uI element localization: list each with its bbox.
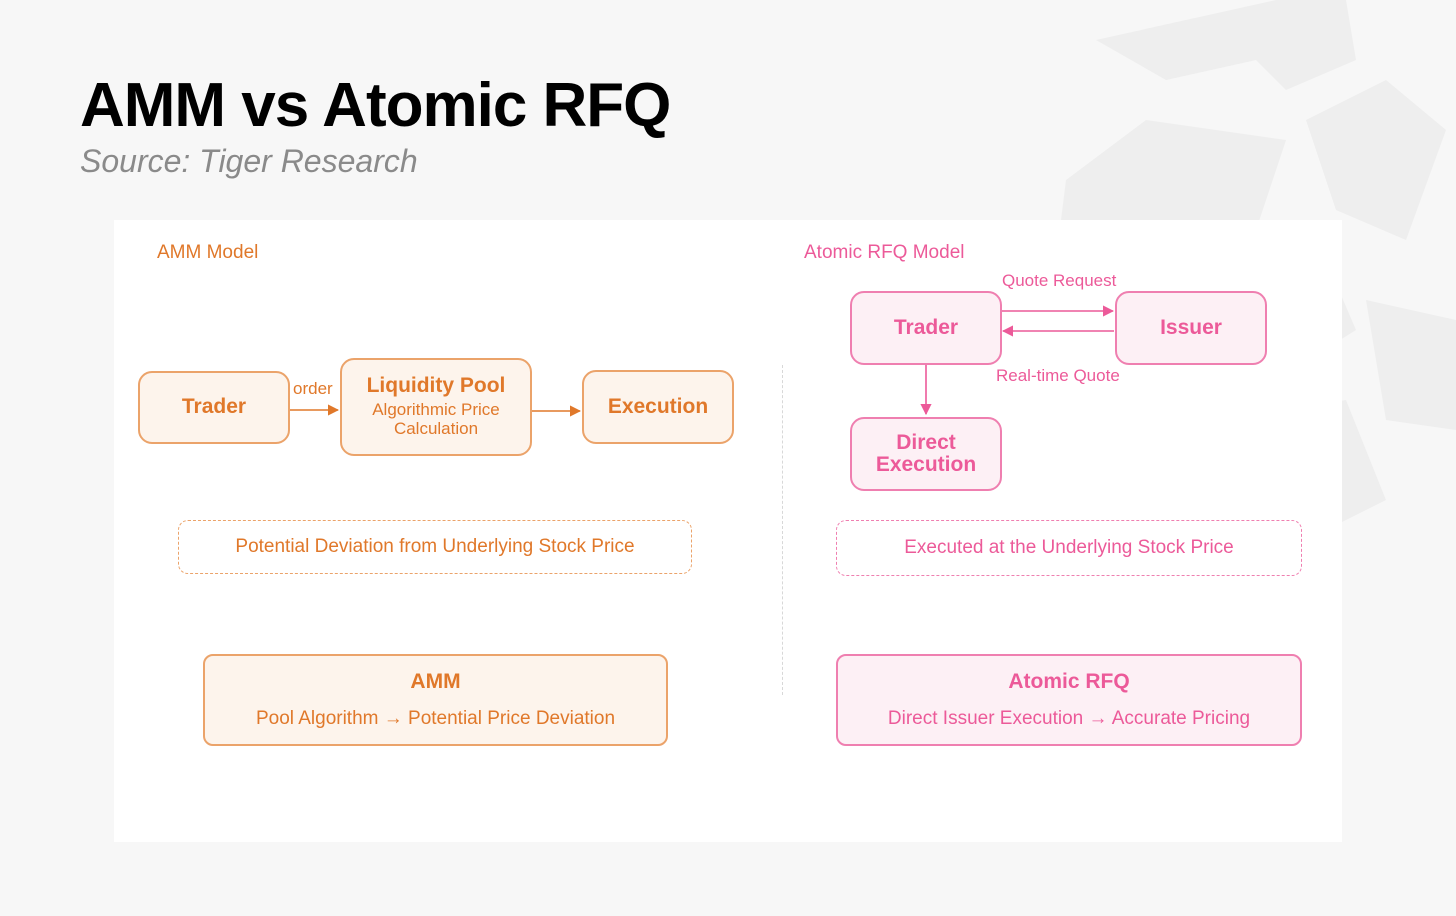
diagram-connectors xyxy=(290,305,1115,417)
amm-trader-label: Trader xyxy=(181,395,247,419)
rfq-note-text: Executed at the Underlying Stock Price xyxy=(904,537,1234,558)
liquidity-pool-node: Liquidity Pool Algorithmic Price Calcula… xyxy=(340,358,532,456)
issuer-node: Issuer xyxy=(1115,291,1267,365)
rfq-trader-node: Trader xyxy=(850,291,1002,365)
amm-summary-text: Pool Algorithm → Potential Price Deviati… xyxy=(255,708,616,729)
rfq-summary-text: Direct Issuer Execution → Accurate Prici… xyxy=(887,708,1251,729)
liquidity-pool-label: Liquidity Pool xyxy=(366,374,506,398)
direct-execution-node: Direct Execution xyxy=(850,417,1002,491)
amm-execution-node: Execution xyxy=(582,370,734,444)
amm-summary-box: AMM Pool Algorithm → Potential Price Dev… xyxy=(203,654,668,746)
source-caption: Source: Tiger Research xyxy=(80,143,418,179)
direct-execution-label: Direct Execution xyxy=(875,430,977,476)
amm-section-title: AMM Model xyxy=(157,242,259,263)
amm-summary-title: AMM xyxy=(410,670,461,693)
rfq-trader-label: Trader xyxy=(893,315,959,339)
page-title: AMM vs Atomic RFQ xyxy=(80,71,671,140)
amm-note: Potential Deviation from Underlying Stoc… xyxy=(178,520,692,574)
liquidity-pool-sublabel: Algorithmic Price Calculation xyxy=(372,400,500,439)
rfq-summary-box: Atomic RFQ Direct Issuer Execution → Acc… xyxy=(836,654,1302,746)
edge-label-realtime-quote: Real-time Quote xyxy=(996,366,1120,385)
rfq-summary-title: Atomic RFQ xyxy=(1008,670,1130,693)
amm-execution-label: Execution xyxy=(607,394,709,418)
diagram-card: AMM Model Trader order Liquidity Pool Al… xyxy=(114,220,1342,842)
rfq-note: Executed at the Underlying Stock Price xyxy=(836,520,1302,576)
edge-label-quote-request: Quote Request xyxy=(1002,271,1117,290)
edge-label-order: order xyxy=(293,379,333,398)
section-divider xyxy=(782,365,783,695)
issuer-label: Issuer xyxy=(1160,315,1222,339)
amm-note-text: Potential Deviation from Underlying Stoc… xyxy=(235,536,635,557)
rfq-section-title: Atomic RFQ Model xyxy=(804,242,965,263)
amm-trader-node: Trader xyxy=(138,371,290,444)
